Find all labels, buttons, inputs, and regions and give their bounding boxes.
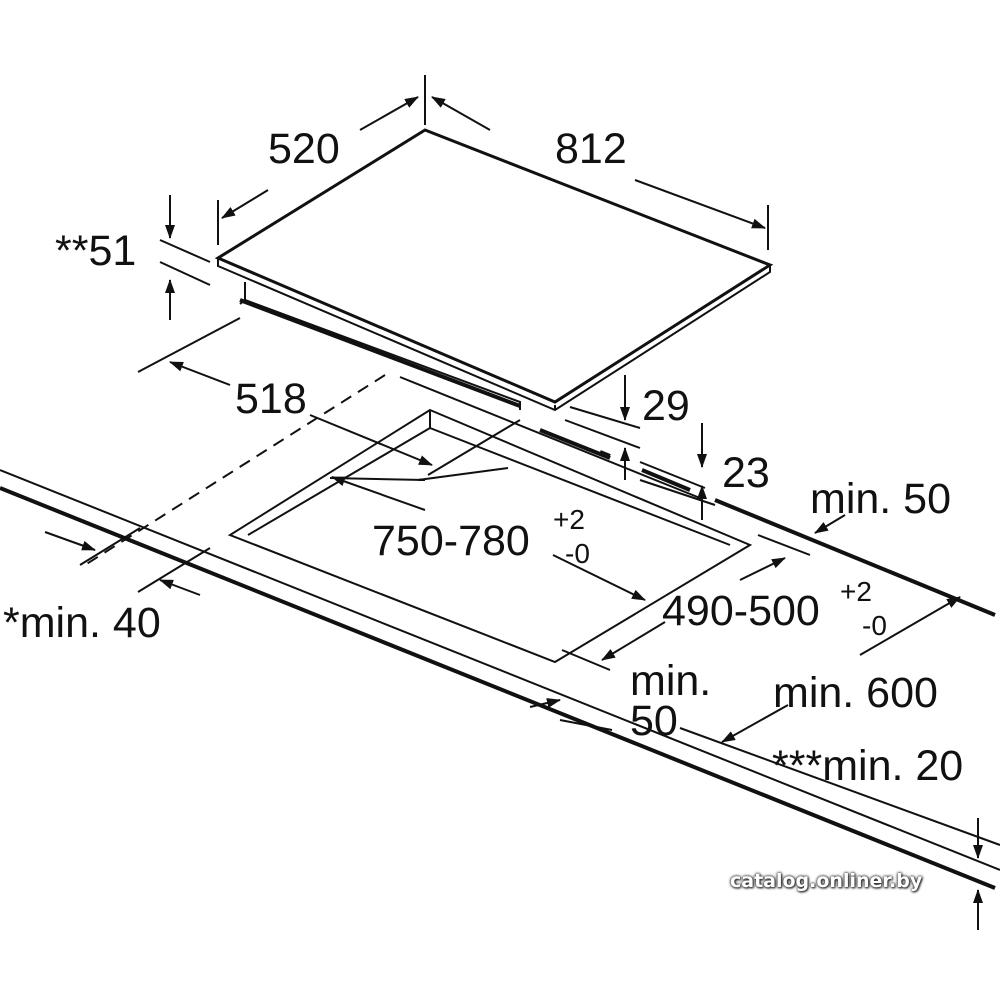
dim-depth-label: 520 xyxy=(268,125,340,173)
dim-body-width-label: 518 xyxy=(235,375,307,423)
front-clearance-label-2: 50 xyxy=(630,697,678,745)
countertop-top-line xyxy=(0,469,1000,871)
hob-top-surface xyxy=(214,128,774,404)
cutout-depth-label: 490-500 xyxy=(662,587,820,635)
watermark: catalog.onliner.by xyxy=(730,870,923,892)
counter-thickness-label: ***min. 20 xyxy=(772,742,964,790)
countertop-front-edge xyxy=(0,486,996,890)
dim-body-height-label: 29 xyxy=(642,382,690,430)
cutout-outer xyxy=(227,408,753,664)
side-clearance-label: *min. 40 xyxy=(3,599,161,647)
counter-depth-label: min. 600 xyxy=(773,669,938,717)
front-clearance-label-1: min. xyxy=(630,657,712,705)
cutout-width-tol-minus: -0 xyxy=(565,538,590,569)
cutout-width-tol-plus: +2 xyxy=(553,504,585,535)
cutout-depth-tol-minus: -0 xyxy=(862,610,887,641)
countertop-rear-edge xyxy=(714,498,996,617)
rear-clearance-label: min. 50 xyxy=(810,475,952,523)
dim-height-total-label: **51 xyxy=(55,227,137,275)
dim-frame-height-label: 23 xyxy=(722,449,770,497)
dim-width-label: 812 xyxy=(555,125,627,173)
cutout-depth-tol-plus: +2 xyxy=(840,576,872,607)
cutout-width-label: 750-780 xyxy=(372,517,530,565)
